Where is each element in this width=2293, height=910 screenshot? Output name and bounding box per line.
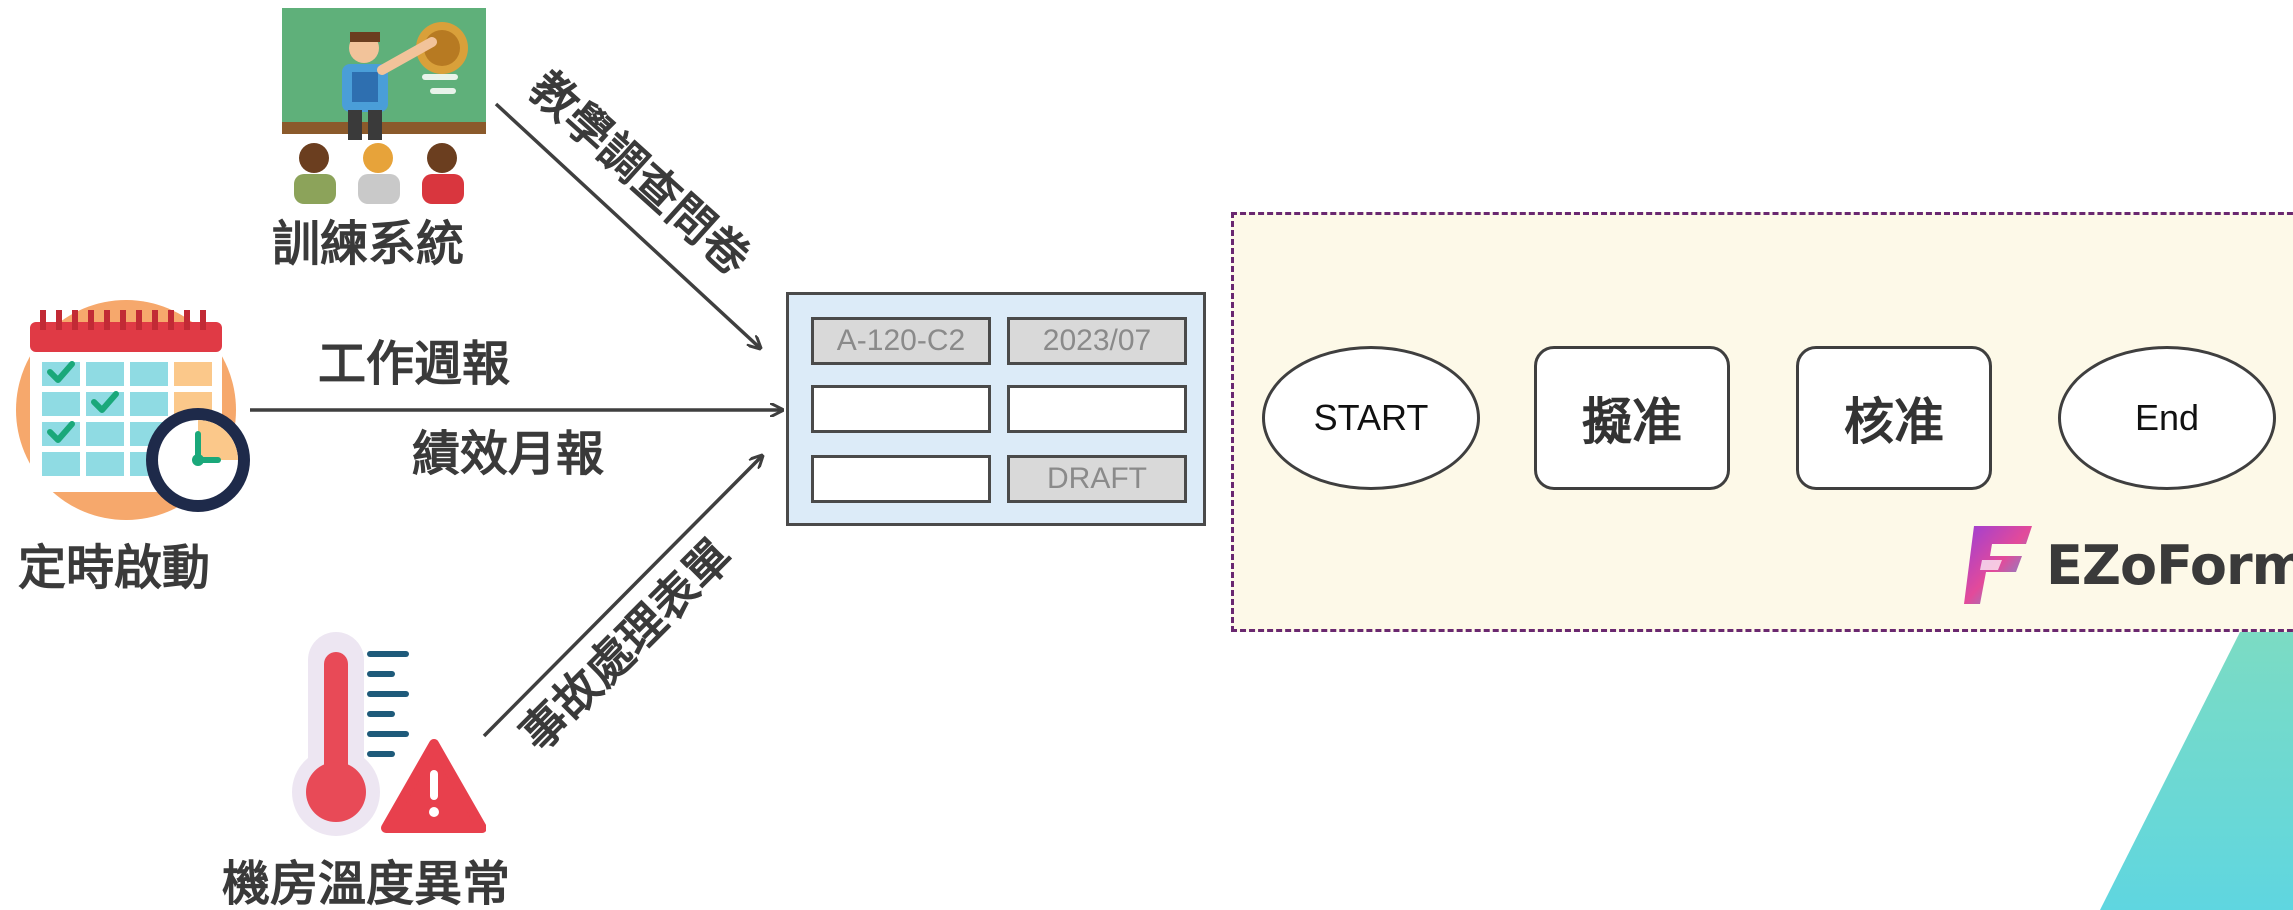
brand-name: EZoForm bbox=[2046, 533, 2293, 597]
thermometer-warning-icon bbox=[268, 632, 487, 838]
form-field-empty-3 bbox=[811, 455, 991, 503]
form-field-empty-1 bbox=[811, 385, 991, 433]
scheduled-start-label: 定時啟動 bbox=[18, 540, 211, 596]
form-field-date: 2023/07 bbox=[1007, 317, 1187, 365]
classroom-icon bbox=[282, 8, 486, 204]
server-room-temperature-label: 機房溫度異常 bbox=[222, 856, 511, 910]
workflow-draft-node: 擬准 bbox=[1534, 346, 1730, 490]
form-field-status: DRAFT bbox=[1007, 455, 1187, 503]
arrow-incident bbox=[482, 456, 762, 738]
training-system-label: 訓練系統 bbox=[272, 216, 465, 272]
monthly-report-label: 績效月報 bbox=[412, 426, 605, 482]
form-document: A-120-C2 2023/07 DRAFT bbox=[786, 292, 1206, 526]
workflow-approve-node: 核准 bbox=[1796, 346, 1992, 490]
ezoform-logo-icon bbox=[1964, 526, 2032, 604]
workflow-start-node: START bbox=[1262, 346, 1480, 490]
form-field-empty-2 bbox=[1007, 385, 1187, 433]
brand-logo: EZoForm bbox=[1960, 522, 2293, 608]
weekly-report-label: 工作週報 bbox=[318, 336, 511, 392]
workflow-end-node: End bbox=[2058, 346, 2276, 490]
arrow-survey bbox=[494, 102, 760, 348]
calendar-clock-icon bbox=[8, 296, 250, 520]
form-field-code: A-120-C2 bbox=[811, 317, 991, 365]
